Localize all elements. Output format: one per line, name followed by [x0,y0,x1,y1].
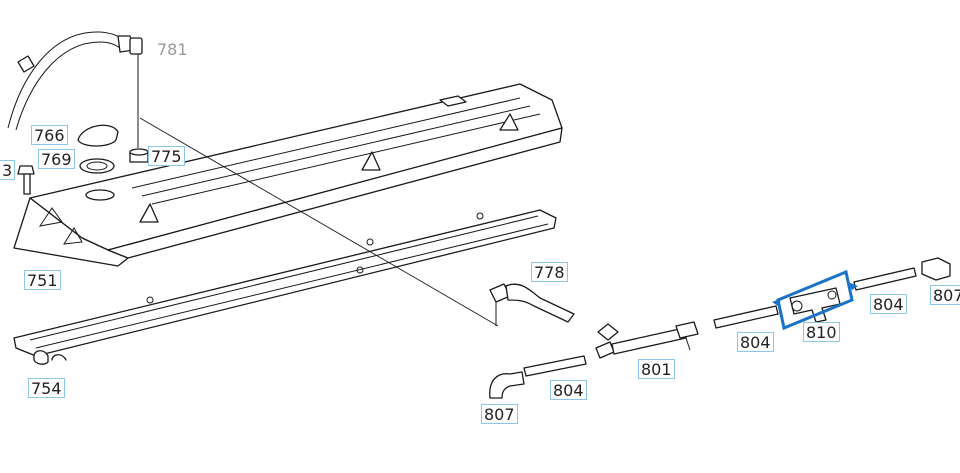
callout-804-mid[interactable]: 804 [737,332,774,352]
callout-766[interactable]: 766 [31,125,68,145]
selection-arrow-right [848,282,858,290]
cover-gasket [13,209,557,365]
callout-754[interactable]: 754 [28,378,65,398]
callout-807-right[interactable]: 807 [930,285,960,305]
selection-box [776,269,854,331]
short-hoses [523,267,917,377]
assembly-leader-line [139,117,499,327]
cylinder-head-cover [13,83,563,267]
t-piece-highlight[interactable] [772,269,858,331]
callout-3[interactable]: 3 [0,160,16,180]
callout-781[interactable]: 781 [157,40,188,59]
callout-807-left[interactable]: 807 [481,404,518,424]
callout-769[interactable]: 769 [38,149,75,169]
vent-hose [489,283,575,326]
callout-778[interactable]: 778 [531,262,568,282]
callout-775[interactable]: 775 [148,146,185,166]
callout-804-right[interactable]: 804 [870,294,907,314]
t-piece [789,287,841,323]
vent-pipe [595,321,699,359]
callout-751[interactable]: 751 [24,270,61,290]
selection-arrow-left [772,298,782,306]
hose-elbows [489,257,951,399]
callout-804-left[interactable]: 804 [550,380,587,400]
callout-801[interactable]: 801 [638,359,675,379]
oil-filler-cap [17,124,149,195]
breather-hose [7,31,143,148]
callout-810[interactable]: 810 [803,322,840,342]
